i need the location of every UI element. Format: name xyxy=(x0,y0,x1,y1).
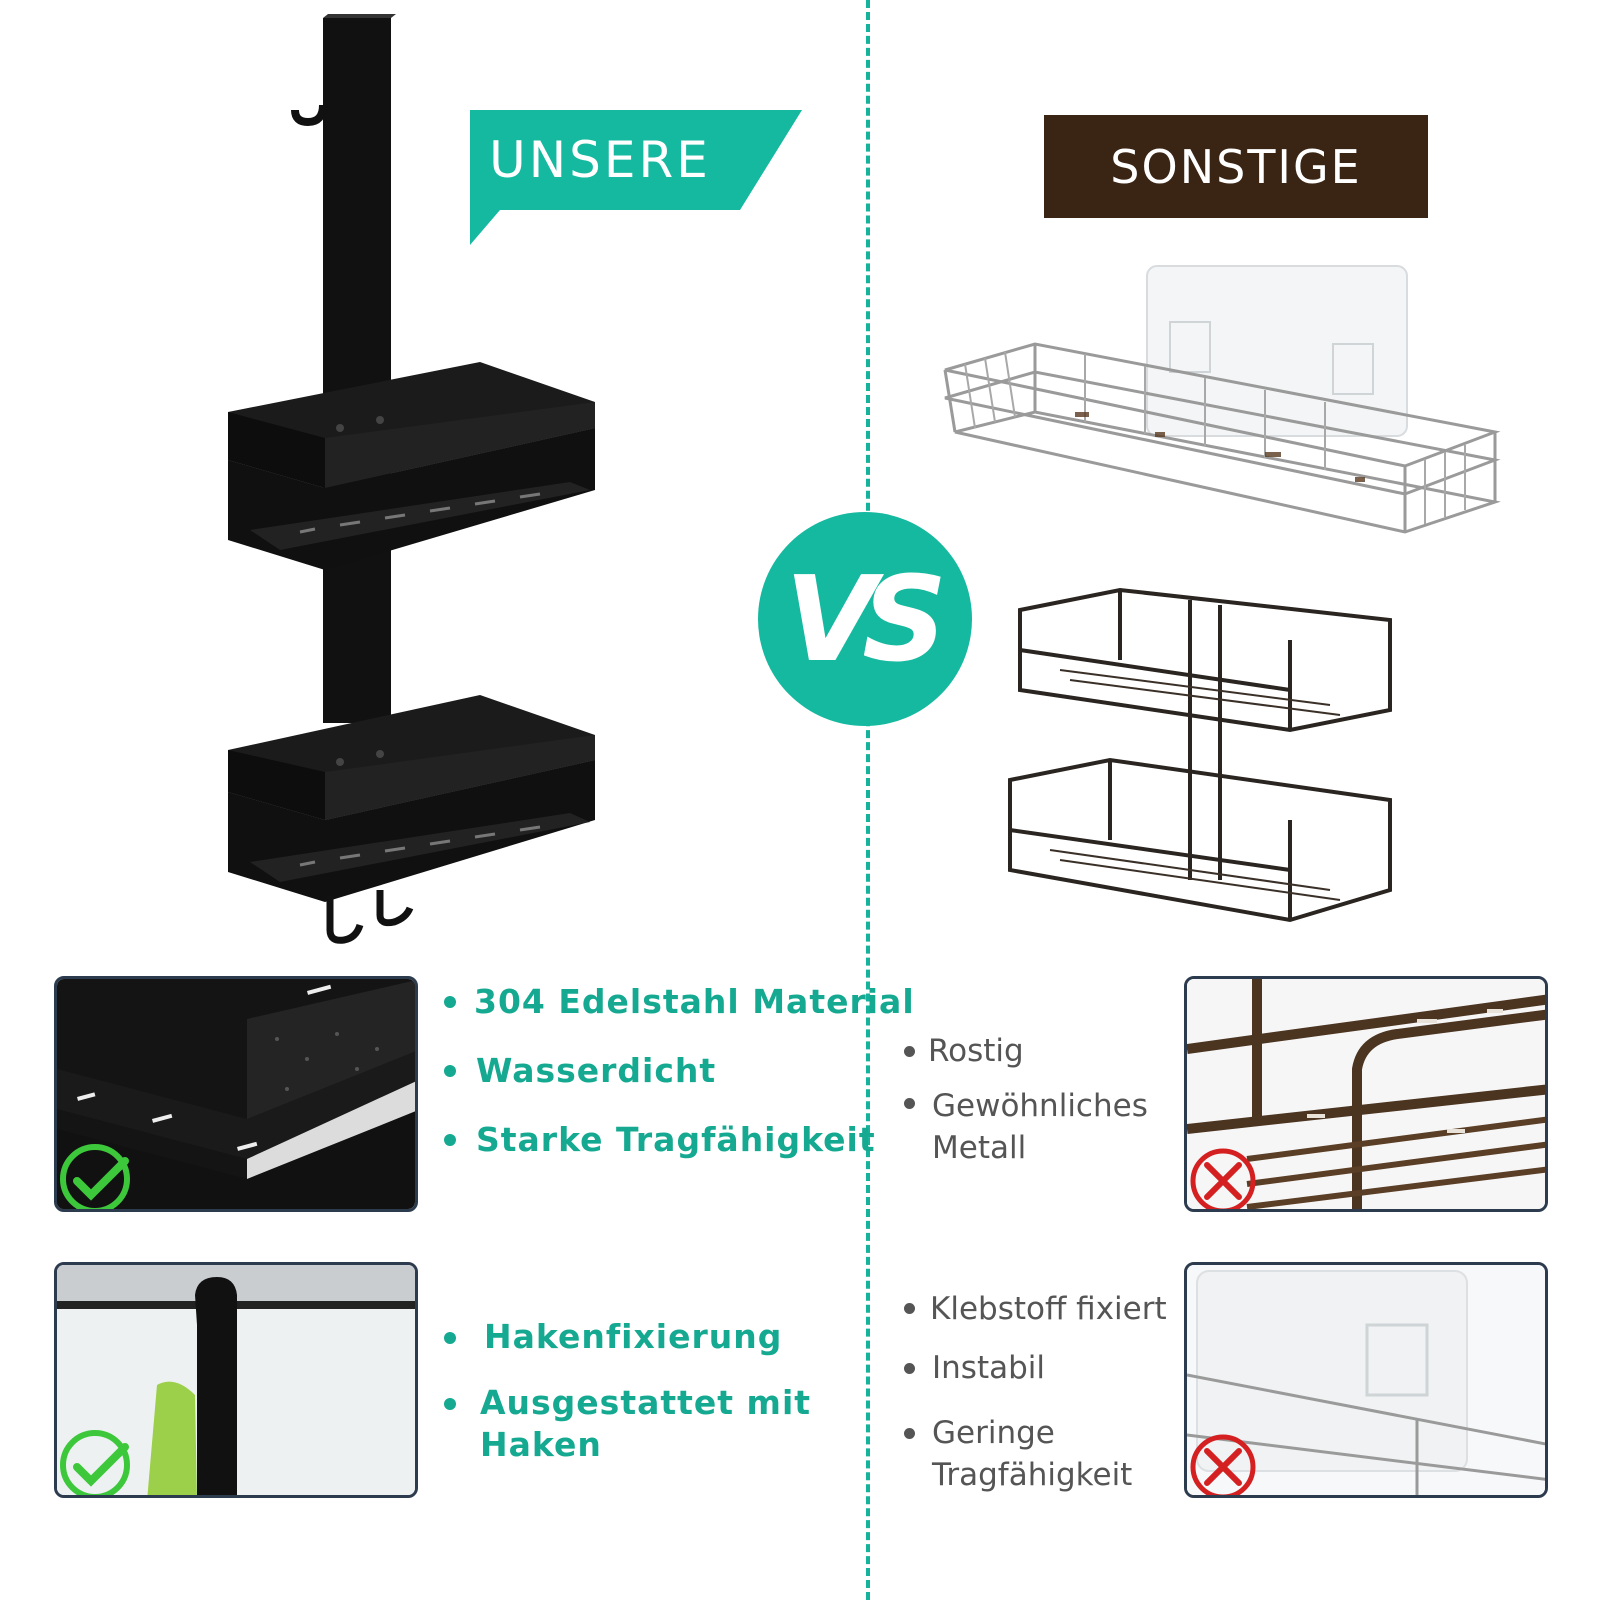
con-bullet xyxy=(904,1428,915,1439)
con-bullet xyxy=(904,1363,915,1374)
hook-fixing-photo xyxy=(54,1262,418,1498)
feature-bullet xyxy=(444,1332,456,1344)
vs-label: VS xyxy=(784,550,947,688)
con-bullet xyxy=(904,1303,915,1314)
rusty-two-tier-basket-image xyxy=(1008,587,1392,923)
adhesive-detail-photo xyxy=(1184,1262,1548,1498)
feature-bullet xyxy=(444,996,456,1008)
feature-item-continued: Haken xyxy=(480,1425,602,1464)
feature-item: Starke Tragfähigkeit xyxy=(476,1120,876,1159)
con-item: Klebstoff fixiert xyxy=(930,1291,1167,1327)
cross-icon xyxy=(1190,1148,1256,1209)
con-item-continued: Metall xyxy=(932,1130,1027,1166)
adhesive-detail-art xyxy=(1187,1265,1545,1495)
con-item: Instabil xyxy=(932,1350,1045,1386)
con-item: Geringe xyxy=(932,1415,1055,1451)
waterproof-detail-photo xyxy=(54,976,418,1212)
feature-item: 304 Edelstahl Material xyxy=(474,982,915,1021)
con-bullet xyxy=(904,1046,915,1057)
vs-badge: VS xyxy=(758,512,972,726)
con-item-continued: Tragfähigkeit xyxy=(932,1457,1133,1493)
con-item: Rostig xyxy=(928,1033,1024,1069)
feature-bullet xyxy=(444,1065,456,1077)
black-shower-shelf-image xyxy=(228,14,595,944)
cross-icon xyxy=(1190,1434,1256,1495)
unsere-tag-shape xyxy=(470,110,802,245)
feature-bullet xyxy=(444,1134,456,1146)
feature-item: Hakenfixierung xyxy=(484,1317,783,1356)
hook-fixing-art xyxy=(57,1265,415,1495)
feature-item: Wasserdicht xyxy=(476,1051,717,1090)
wire-basket-adhesive-image xyxy=(943,265,1501,534)
rusty-detail-photo xyxy=(1184,976,1548,1212)
feature-bullet xyxy=(444,1398,456,1410)
con-item: Gewöhnliches xyxy=(932,1088,1148,1124)
feature-item: Ausgestattet mit xyxy=(480,1383,812,1422)
center-divider xyxy=(866,0,870,1600)
rusty-detail-art xyxy=(1187,979,1545,1209)
unsere-tag-label: UNSERE xyxy=(489,131,711,189)
check-icon xyxy=(60,1430,130,1495)
sonstige-tag-label: SONSTIGE xyxy=(1044,115,1428,218)
con-bullet xyxy=(904,1098,915,1109)
check-icon xyxy=(60,1144,130,1209)
